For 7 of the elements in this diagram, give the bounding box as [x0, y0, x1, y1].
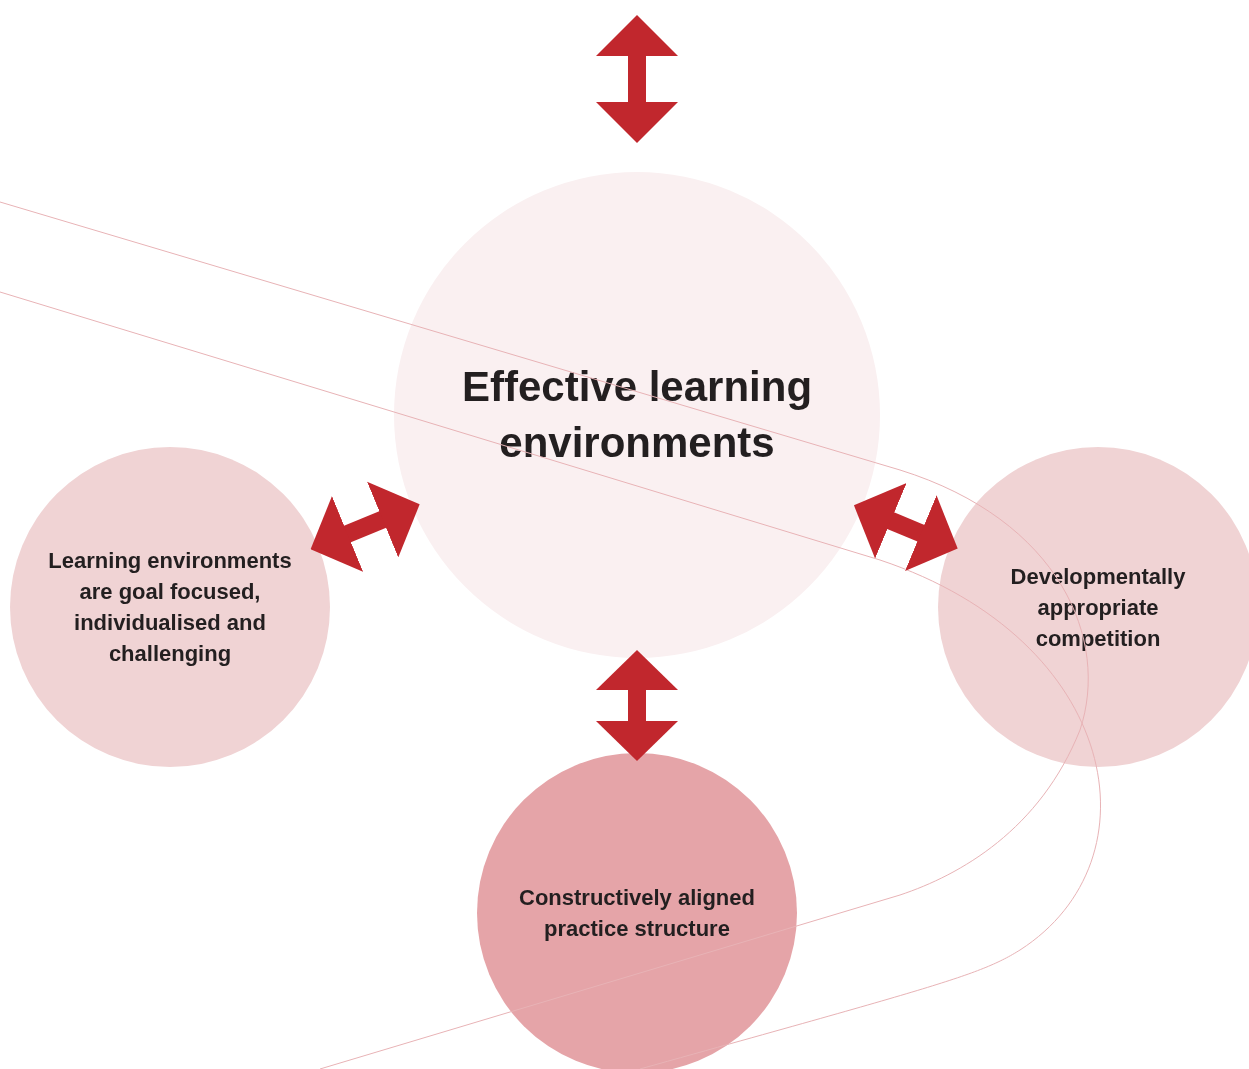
concept-text: Developmentally appropriate competition	[1009, 562, 1187, 653]
concept-text: Learning environments are goal focused, individualised and challenging	[47, 547, 293, 668]
double-arrow	[596, 650, 678, 761]
concept-text: Constructively aligned practice structure	[518, 884, 756, 943]
double-arrow	[853, 482, 958, 572]
double-arrow	[310, 481, 420, 572]
concept-text: Effective learning environments	[460, 362, 814, 468]
